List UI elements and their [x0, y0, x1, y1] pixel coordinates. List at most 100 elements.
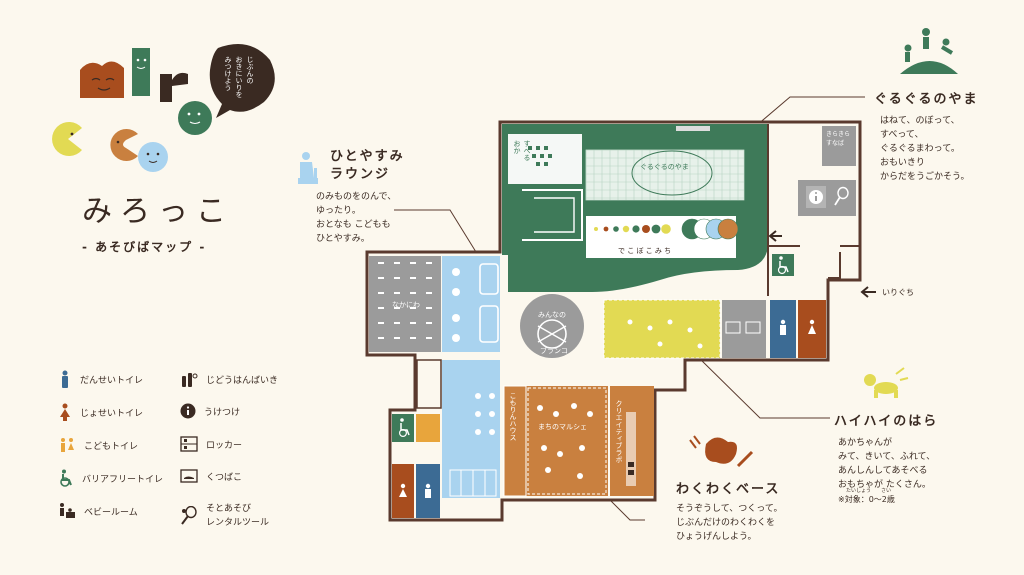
label-creative: クリエイティブラボ	[615, 400, 623, 463]
label-machi: まちのマルシェ	[538, 423, 587, 431]
speech-bubble	[209, 44, 275, 118]
nakaniwa-mark	[426, 262, 432, 264]
info-icon	[180, 403, 196, 419]
hitoyasumi-desc: のみものをのんで、 ゆったり。 おとなも こどもも ひとやすみ。	[316, 192, 397, 244]
female-toilet-icon	[60, 403, 70, 421]
male-toilet-icon	[62, 370, 68, 388]
nakaniwa-mark	[394, 277, 400, 279]
label-komorin: こもりんハウス	[509, 392, 517, 441]
nakaniwa-mark	[394, 322, 400, 324]
wakuwaku-title: わくわくベース	[676, 482, 781, 497]
paint-icon	[689, 435, 754, 468]
legend-label: そとあそび レンタルツール	[206, 504, 270, 528]
logo-c-yellow	[52, 121, 82, 156]
nakaniwa-mark	[394, 292, 400, 294]
legend-label: バリアフリートイレ	[82, 474, 164, 485]
locker-icon	[180, 436, 198, 452]
nakaniwa-mark	[378, 322, 384, 324]
dekoboko-dot	[632, 225, 640, 233]
net-grid	[585, 149, 745, 201]
nakaniwa-mark	[426, 307, 432, 309]
haihai-note: ※対象：0～2歳	[838, 495, 895, 504]
legend-label: うけつけ	[204, 407, 241, 418]
legend-info: うけつけ	[180, 403, 240, 419]
logo-c-orange	[110, 129, 138, 161]
mountain-icon	[900, 28, 958, 74]
label-suberu-oka: すべる おか	[513, 140, 531, 161]
dekoboko-dot	[603, 226, 609, 232]
haihai-desc: あかちゃんが みて、きいて、ふれて、 あんしんしてあそべる おもちゃが たくさん…	[838, 438, 936, 490]
lounge-lower	[442, 360, 500, 498]
dekoboko-dot	[594, 227, 598, 231]
legend-label: じどうはんばいき	[206, 375, 279, 386]
legend-shoe-box: くつばこ	[180, 469, 242, 483]
wakuwaku-area	[504, 386, 608, 496]
legend-rental-tool: そとあそび レンタルツール	[180, 502, 269, 530]
legend-label: こどもトイレ	[84, 441, 139, 452]
legend-label: じょせいトイレ	[80, 408, 144, 419]
guruguru-title: ぐるぐるのやま	[874, 92, 979, 107]
speech-bubble-text: じぶんの おきにいりを みつけよう	[224, 56, 254, 98]
dekoboko-dot	[642, 225, 650, 233]
haihai-note-ruby: たいしょう さい	[846, 488, 892, 494]
nakaniwa-mark	[378, 337, 384, 339]
dekoboko-dot	[651, 224, 661, 234]
label-minna-no: みんなの	[538, 311, 566, 319]
nakaniwa-mark	[394, 337, 400, 339]
legend-label: ロッカー	[206, 440, 243, 451]
legend-vending: じどうはんばいき	[180, 370, 278, 388]
legend-male-toilet: だんせいトイレ	[58, 370, 143, 388]
nakaniwa-mark	[426, 337, 432, 339]
legend-barrier-free: バリアフリートイレ	[58, 469, 163, 487]
barrier-free-toilet-left	[392, 414, 414, 442]
vending-machine-icon	[182, 373, 198, 387]
nakaniwa-mark	[426, 322, 432, 324]
legend-locker: ロッカー	[180, 436, 242, 452]
nakaniwa-mark	[410, 307, 416, 309]
label-dekoboko: で こ ぼ こ み ち	[618, 247, 672, 255]
nakaniwa-mark	[410, 337, 416, 339]
locker-area	[722, 300, 766, 358]
logo-subtitle: - あそびばマップ -	[82, 240, 207, 254]
kids-toilet-left	[416, 414, 440, 442]
suberu-oka-box	[508, 134, 582, 184]
nakaniwa-mark	[426, 277, 432, 279]
haihai-title: ハイハイのはら	[834, 414, 939, 429]
label-guruguru-mountain: ぐるぐるのやま	[640, 163, 689, 171]
nakaniwa-mark	[410, 262, 416, 264]
label-nakaniwa: なかにわ	[392, 301, 420, 309]
nakaniwa-mark	[378, 262, 384, 264]
nakaniwa-mark	[394, 307, 400, 309]
haihai-area	[604, 300, 720, 358]
dekoboko-dot	[661, 224, 671, 234]
nakaniwa-mark	[378, 307, 384, 309]
baby-room-area	[416, 359, 442, 409]
nakaniwa-mark	[410, 292, 416, 294]
logo-r-shape	[160, 72, 188, 102]
label-iriguchi[interactable]: いりぐち	[882, 288, 914, 297]
nakaniwa-mark	[410, 322, 416, 324]
wakuwaku-desc: そうぞうして、つくって。 じぶんだけのわくわくを ひょうげんしよう。	[676, 504, 783, 542]
nakaniwa-mark	[394, 262, 400, 264]
nakaniwa-area	[369, 256, 441, 352]
kirakira-sunaba	[822, 126, 856, 166]
label-buranko: ブランコ	[540, 347, 568, 355]
lounge-person-icon	[298, 152, 318, 184]
legend-kids-toilet: こどもトイレ	[58, 436, 138, 454]
nakaniwa-mark	[410, 277, 416, 279]
lounge-area	[442, 256, 500, 352]
logo-o-blue	[138, 142, 168, 172]
label-kirakira: きらきら すなば	[826, 131, 851, 147]
logo-o-green	[178, 101, 212, 135]
kids-toilet-icon	[61, 438, 74, 452]
guruguru-desc: はねて、のぼって、 すべって、 ぐるぐるまわって。 おもいきり からだをうごかそ…	[880, 116, 970, 182]
legend-baby-room: ベビールーム	[58, 502, 138, 520]
miroco-logo	[52, 44, 275, 172]
nakaniwa-mark	[426, 292, 432, 294]
dekoboko-dot	[613, 226, 619, 232]
nakaniwa-mark	[378, 277, 384, 279]
crawling-baby-icon	[864, 367, 909, 398]
legend-label: ベビールーム	[84, 507, 138, 518]
shoe-box-icon	[180, 469, 198, 483]
